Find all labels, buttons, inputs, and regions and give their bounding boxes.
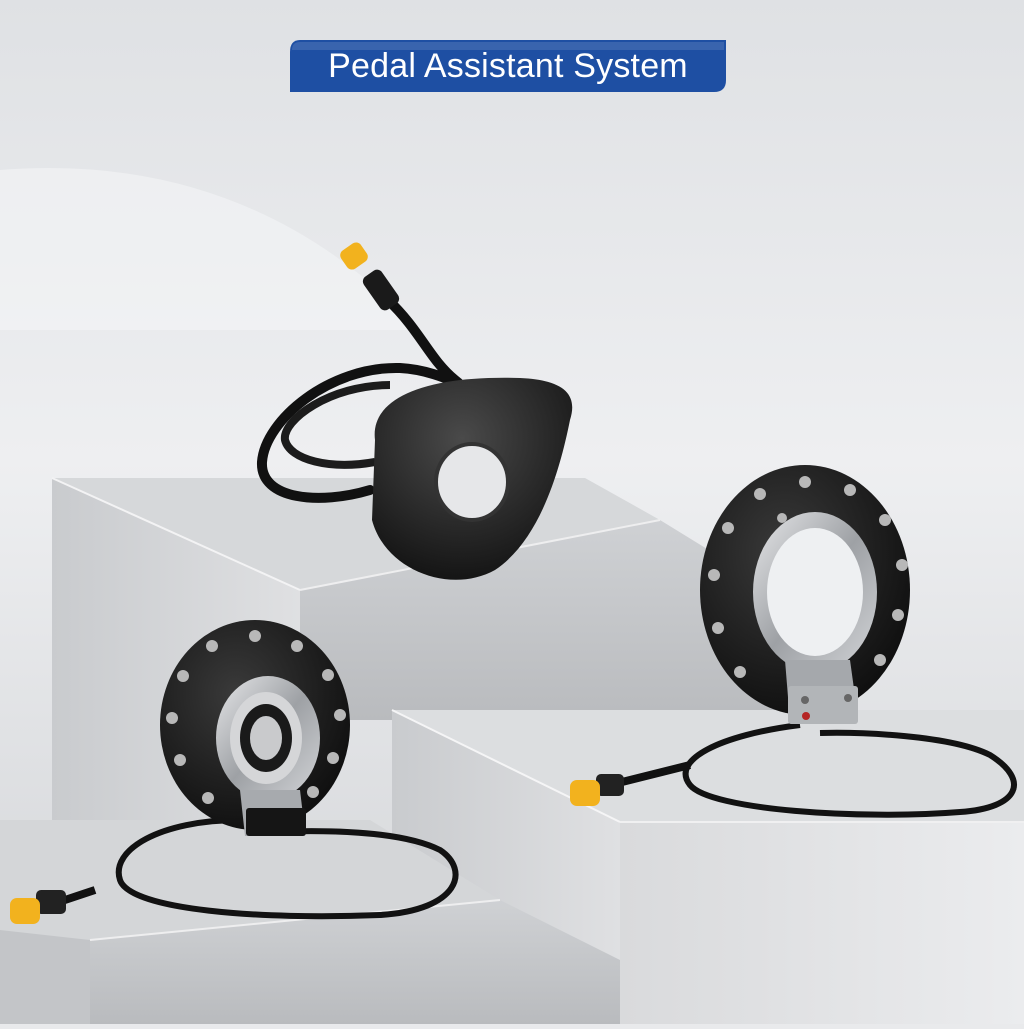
sensor-housing-product (257, 242, 573, 580)
page-title: Pedal Assistant System (328, 47, 688, 85)
magnet-disc-right (570, 465, 1017, 818)
title-banner: Pedal Assistant System (290, 40, 726, 92)
connector-icon (10, 898, 40, 924)
title-banner-shape (290, 40, 726, 92)
bottom-step-block (0, 820, 620, 1024)
connector-icon (340, 242, 368, 270)
connector-icon (570, 780, 600, 806)
magnet-disc-left (10, 620, 459, 924)
